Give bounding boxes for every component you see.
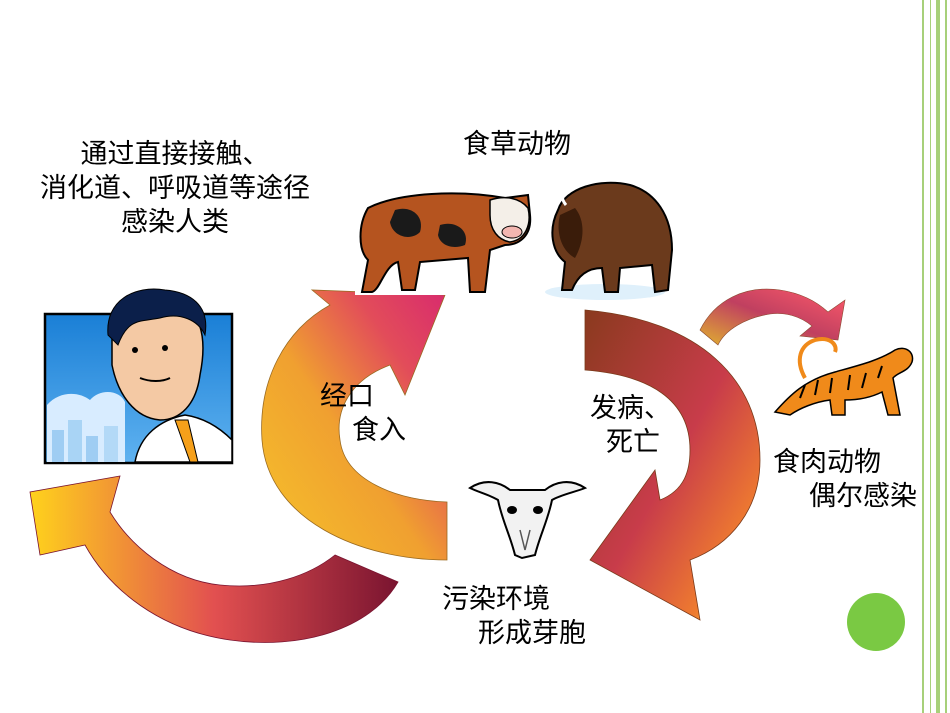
cow-icon — [355, 185, 535, 295]
disease-line2: 死亡 — [606, 427, 660, 458]
tiger-icon — [773, 337, 914, 416]
oral-intake-label: 经口 食入 — [320, 380, 406, 448]
carnivores-label: 食肉动物 偶尔感染 — [773, 446, 917, 514]
carnivores-line1: 食肉动物 — [773, 447, 881, 478]
human-route-label: 通过直接接触、 消化道、呼吸道等途径 感染人类 — [10, 138, 340, 240]
frame-line-outer — [936, 0, 940, 713]
env-line2: 形成芽胞 — [478, 618, 586, 649]
disease-line1: 发病、 — [590, 393, 671, 424]
disease-death-label: 发病、 死亡 — [590, 392, 671, 460]
frame-line-edge — [945, 0, 947, 713]
cattle-skull-icon — [468, 481, 588, 560]
oral-line1: 经口 — [320, 381, 374, 412]
human-route-line3: 感染人类 — [121, 207, 229, 238]
arrow-to-carnivores — [699, 288, 846, 346]
frame-line-inner — [922, 0, 924, 713]
env-line1: 污染环境 — [442, 584, 550, 615]
bison-icon — [545, 181, 674, 300]
human-route-line2: 消化道、呼吸道等途径 — [40, 173, 310, 204]
arrow-disease-death — [584, 309, 761, 621]
frame-line-thin — [930, 0, 931, 713]
man-clipart-icon — [43, 288, 234, 465]
arrow-oral-intake — [261, 289, 448, 561]
herbivores-label: 食草动物 — [463, 129, 571, 160]
arrow-infect-human — [29, 475, 399, 643]
human-route-line1: 通过直接接触、 — [80, 139, 270, 170]
slide-decoration-dot — [847, 593, 905, 651]
oral-line2: 食入 — [352, 415, 406, 446]
environment-label: 污染环境 形成芽胞 — [442, 583, 586, 651]
carnivores-line2: 偶尔感染 — [809, 481, 917, 512]
